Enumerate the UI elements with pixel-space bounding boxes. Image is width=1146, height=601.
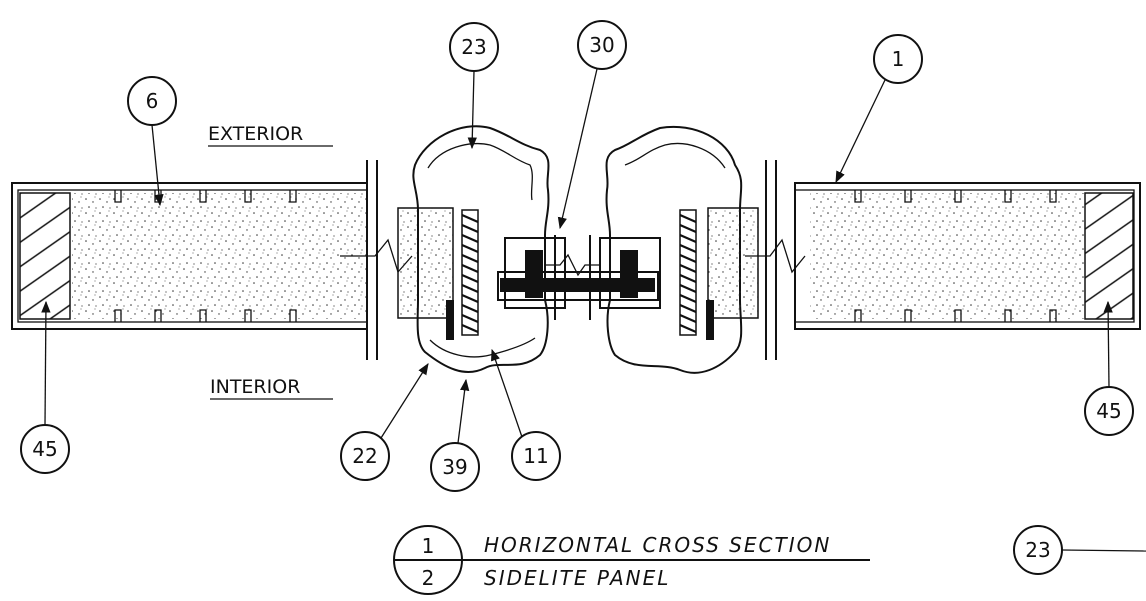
right-frame-inner-curve — [624, 142, 726, 169]
right-frame-extrusion — [605, 125, 743, 374]
left-inner-foam — [397, 207, 454, 319]
right-wood-stile — [1084, 192, 1134, 320]
callout-23-top-leader — [467, 70, 477, 150]
left-frame-bottom-curve — [429, 337, 536, 358]
callout-23-bottom-leader — [1061, 549, 1146, 552]
left-screw-thread — [461, 213, 479, 334]
sheet-number: 2 — [422, 566, 435, 590]
right-frame-outline — [605, 125, 743, 374]
right-screw-thread — [679, 213, 697, 334]
left-wood-stile — [19, 192, 71, 320]
callout-30-circle — [577, 20, 627, 70]
section-title: HORIZONTAL CROSS SECTION — [484, 533, 831, 557]
right-bottom-grooves — [854, 309, 1057, 322]
callout-11-circle — [511, 431, 561, 481]
right-panel — [745, 160, 1141, 360]
callout-39-leader — [457, 378, 470, 444]
callout-30-leader — [557, 68, 598, 230]
callout-11: 11 — [523, 444, 548, 468]
astragal-break-zigzag — [545, 253, 600, 277]
callout-45-left-leader — [41, 300, 51, 426]
callout-1-circle — [873, 34, 923, 84]
callout-22: 22 — [352, 444, 377, 468]
left-foam-core — [72, 193, 367, 319]
left-frame-extrusion — [412, 125, 550, 373]
exterior-label: EXTERIOR — [208, 123, 303, 145]
callout-45-right-leader — [1103, 300, 1113, 388]
callout-1-leader — [835, 79, 886, 184]
center-astragal — [497, 235, 661, 320]
left-break-lines — [366, 160, 378, 360]
left-frame-outline — [412, 125, 550, 373]
astragal-bar — [497, 271, 659, 301]
callout-22-circle — [340, 431, 390, 481]
astragal-right-block — [620, 250, 638, 298]
left-panel — [11, 160, 413, 360]
right-inner-foam — [707, 207, 759, 319]
callout-23-top: 23 — [461, 35, 486, 59]
right-inner-seal — [706, 300, 714, 340]
left-frame-inner-curve — [427, 142, 533, 201]
right-panel-skin-inner — [794, 189, 1135, 323]
callout-39-circle — [430, 442, 480, 492]
left-inner-seal — [446, 300, 454, 340]
callout-6-leader — [151, 124, 164, 207]
astragal-break-lines — [554, 235, 591, 320]
left-bottom-grooves — [114, 309, 297, 322]
title-block: 1 2 HORIZONTAL CROSS SECTION SIDELITE PA… — [393, 525, 870, 595]
right-break-lines — [765, 160, 777, 360]
right-foam-core — [810, 193, 1085, 319]
callout-1: 1 — [892, 47, 905, 71]
right-top-grooves — [854, 190, 1057, 203]
callout-11-leader — [491, 348, 523, 438]
left-inner-panel — [397, 207, 454, 340]
detail-number: 1 — [422, 534, 435, 558]
callout-45-left: 45 — [32, 437, 57, 461]
callout-45-right: 45 — [1096, 399, 1121, 423]
callout-39: 39 — [442, 455, 467, 479]
astragal-bar-fill — [500, 278, 655, 292]
section-subtitle: SIDELITE PANEL — [484, 566, 670, 590]
callout-23-bottom: 23 — [1025, 538, 1050, 562]
astragal-right-box — [599, 237, 661, 309]
right-break-zigzag — [745, 238, 806, 274]
callout-30: 30 — [589, 33, 614, 57]
right-inner-panel — [706, 207, 759, 340]
interior-label: INTERIOR — [210, 376, 300, 398]
callout-6: 6 — [146, 89, 159, 113]
callout-22-leader — [380, 363, 429, 439]
